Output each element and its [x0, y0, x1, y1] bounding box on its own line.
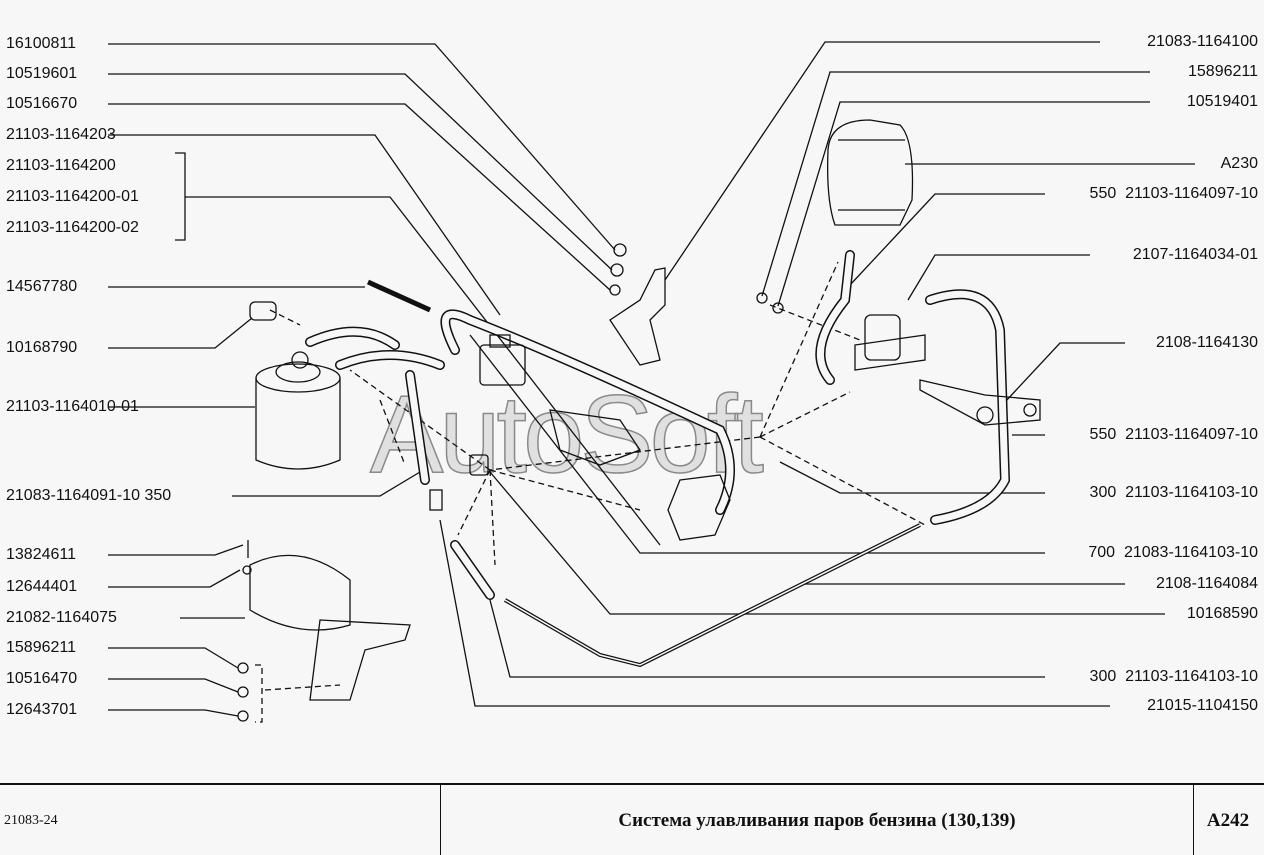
leader-line	[907, 254, 1090, 301]
leader-line	[489, 599, 1045, 678]
diagram-drawing	[108, 41, 1195, 723]
part-label: 2108-1164084	[1155, 575, 1258, 592]
leader-line	[232, 471, 421, 497]
part-label: 21103-1164200	[6, 157, 116, 174]
leader-line	[439, 519, 1110, 707]
drawing-title: Система улавливания паров бензина (130,1…	[440, 785, 1194, 855]
throttle-body	[667, 474, 731, 541]
adsorber-canister	[255, 351, 341, 470]
fitting	[429, 489, 443, 511]
leader-line	[108, 43, 616, 251]
part-label: 14567780	[6, 278, 78, 295]
leader-line	[108, 317, 253, 349]
part-label: 15896211	[6, 639, 76, 656]
part-label: 10519601	[6, 65, 78, 82]
hose-clamp	[469, 454, 489, 476]
part-label: 21015-1104150	[1147, 697, 1258, 714]
leader-line	[761, 71, 1150, 297]
bracket	[609, 267, 666, 366]
leader-line	[108, 709, 239, 717]
part-label: 13824611	[6, 546, 76, 563]
leader-line	[108, 134, 501, 316]
part-label: 12644401	[6, 578, 78, 595]
part-label: 10519401	[1186, 93, 1258, 110]
part-label: 15896211	[1188, 63, 1258, 80]
leader-line	[489, 471, 1165, 615]
part-label: 10516470	[6, 670, 78, 687]
part-label: 21103-1164203	[6, 126, 116, 143]
valve-bracket	[919, 379, 1041, 426]
part-label: 10168790	[6, 339, 78, 356]
flow-arrows	[255, 261, 926, 723]
part-label: 550 21103-1164097-10	[1089, 185, 1258, 202]
leader-line	[108, 678, 239, 693]
part-label: 21082-1164075	[6, 609, 117, 626]
engine-part	[549, 409, 641, 466]
leader-line	[1004, 342, 1125, 403]
part-label: 21083-1164091-10 350	[6, 487, 172, 504]
part-label: 300 21103-1164103-10	[1089, 668, 1258, 685]
part-label: 21103-1164010-01	[6, 398, 139, 415]
leader-line	[108, 647, 239, 669]
gravity-valve	[854, 314, 926, 371]
leader-line	[108, 103, 611, 291]
part-label: 10168590	[1186, 605, 1258, 622]
part-label: 300 21103-1164103-10	[1089, 484, 1258, 501]
part-label: 2107-1164034-01	[1132, 246, 1258, 263]
part-label: 700 21083-1164103-10	[1088, 544, 1258, 561]
part-label: 16100811	[6, 35, 76, 52]
hose-clamp	[249, 301, 277, 321]
leader-line	[108, 73, 613, 271]
separator-a230	[827, 119, 914, 226]
drawing-code: 21083-24	[4, 813, 58, 828]
strap	[366, 279, 432, 313]
watermark: AutoSoft	[369, 373, 764, 496]
part-label: 21103-1164200-01	[6, 188, 139, 205]
leader-line	[469, 334, 1045, 554]
leader-line	[849, 193, 1045, 286]
part-label: 2108-1164130	[1155, 334, 1258, 351]
title-block: 21083-24 Система улавливания паров бензи…	[0, 783, 1264, 855]
leader-line	[779, 461, 1045, 494]
leader-line	[185, 196, 661, 546]
leader-line	[777, 101, 1150, 307]
page-number: A242	[1206, 810, 1250, 831]
fasteners	[237, 243, 784, 722]
part-label: 550 21103-1164097-10	[1089, 426, 1258, 443]
label-bracket	[175, 152, 186, 241]
canister-clamp	[249, 554, 411, 701]
part-label: A230	[1220, 155, 1258, 172]
part-label: 21103-1164200-02	[6, 219, 139, 236]
fuel-tube	[503, 523, 921, 668]
part-label: 21083-1164100	[1147, 33, 1258, 50]
leader-line	[664, 41, 1100, 281]
leader-line	[108, 544, 244, 556]
solenoid-valve	[479, 334, 526, 386]
leader-line	[108, 569, 241, 588]
part-label: 12643701	[6, 701, 78, 718]
part-label: 10516670	[6, 95, 78, 112]
